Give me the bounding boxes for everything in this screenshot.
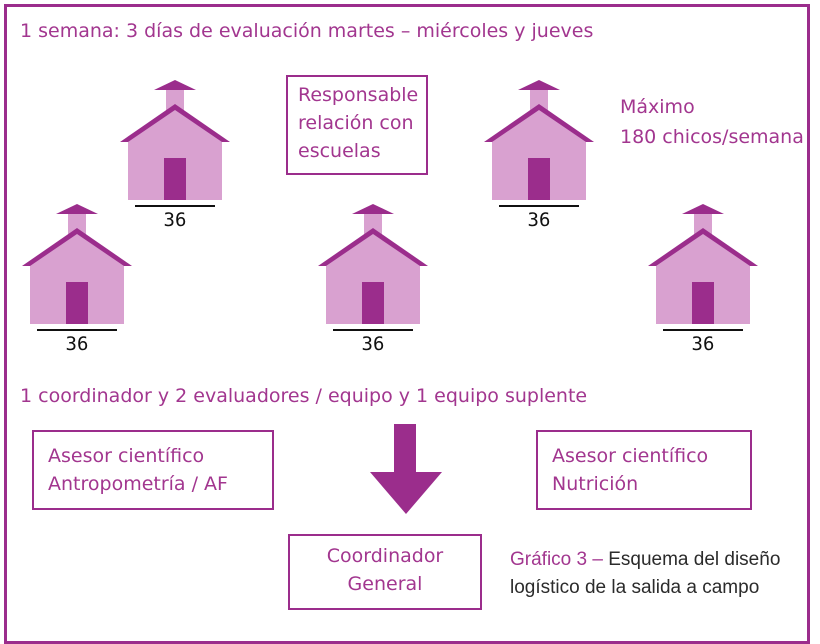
school-count-5: 36 [663,329,743,355]
school-icon [318,204,428,324]
responsable-line-1: Responsable [298,84,419,106]
asesor-antropometria-line-1: Asesor científico [48,445,205,467]
school-house-3 [22,202,132,342]
school-house-4 [318,202,428,342]
coordinador-line-2: General [347,573,423,595]
school-icon [648,204,758,324]
coordinador-line-1: Coordinador [326,545,444,567]
asesor-nutricion-line-2: Nutrición [552,473,639,495]
school-icon [484,80,594,200]
coordinador-general-box: Coordinador General [288,534,482,610]
maximo-text: Máximo 180 chicos/semana [620,92,804,152]
school-icon [120,80,230,200]
responsable-box: Responsable relación con escuelas [286,75,428,175]
school-house-1 [120,78,230,218]
figure-caption: Gráfico 3 – Esquema del diseño logístico… [510,546,806,602]
school-count-3: 36 [37,329,117,355]
teams-text: 1 coordinador y 2 evaluadores / equipo y… [20,385,588,407]
school-house-2 [484,78,594,218]
school-count-4: 36 [333,329,413,355]
responsable-line-3: escuelas [298,140,381,162]
maximo-line-1: Máximo [620,96,695,118]
asesor-nutricion-box: Asesor científico Nutrición [536,430,752,510]
asesor-antropometria-line-2: Antropometría / AF [48,473,228,495]
down-arrow-icon [370,424,442,514]
school-count-2: 36 [499,205,579,231]
school-count-1: 36 [135,205,215,231]
responsable-line-2: relación con [298,112,414,134]
asesor-nutricion-line-1: Asesor científico [552,445,709,467]
caption-lead: Gráfico 3 – [510,549,609,570]
school-house-5 [648,202,758,342]
maximo-line-2: 180 chicos/semana [620,126,804,148]
asesor-antropometria-box: Asesor científico Antropometría / AF [32,430,274,510]
caption-text: Esquema del diseño logístico de la salid… [510,549,781,598]
header-text: 1 semana: 3 días de evaluación martes – … [20,20,594,42]
school-icon [22,204,132,324]
